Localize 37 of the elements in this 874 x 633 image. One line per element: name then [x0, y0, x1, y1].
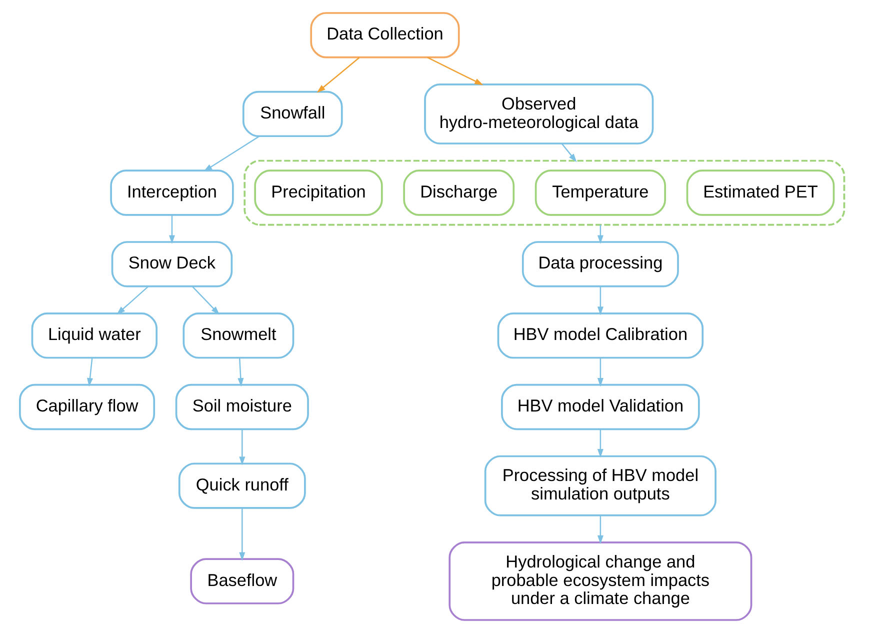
arrow: [597, 358, 604, 387]
node-box: Baseflow: [190, 558, 294, 604]
node-box: Interception: [110, 170, 234, 216]
arrow: [597, 224, 604, 244]
arrow: [239, 430, 246, 466]
node-box: Soil moisture: [175, 384, 309, 430]
arrow: [427, 56, 484, 86]
node-box: Liquid water: [31, 312, 158, 359]
node-box: Data Collection: [310, 12, 460, 58]
arrow: [239, 508, 246, 561]
node-box: Snowfall: [242, 90, 343, 138]
node-box: Temperature: [534, 170, 666, 216]
node-box: Snowmelt: [182, 312, 294, 359]
node-box: Snow Deck: [111, 241, 233, 288]
node-box: Quick runoff: [178, 462, 306, 509]
arrow: [204, 136, 260, 172]
node-box: Capillary flow: [19, 384, 156, 430]
arrow: [597, 430, 604, 458]
node-box: Estimated PET: [686, 170, 835, 216]
node-box: Observed hydro-meteorological data: [424, 84, 654, 144]
arrow: [192, 286, 220, 315]
arrow: [168, 215, 175, 244]
node-box: Precipitation: [254, 170, 383, 216]
node-box: Processing of HBV model simulation outputs: [484, 455, 716, 516]
node-box: Data processing: [522, 241, 679, 288]
arrow: [238, 358, 244, 387]
arrow: [597, 515, 604, 544]
arrow: [116, 286, 149, 315]
arrow: [86, 358, 93, 387]
cluster: [244, 160, 846, 226]
arrow: [316, 57, 360, 93]
node-box: Discharge: [403, 170, 515, 216]
arrow: [561, 143, 577, 162]
node-box: HBV model Validation: [501, 384, 700, 430]
arrow: [597, 286, 604, 316]
node-box: Hydrological change and probable ecosystem impacts under a climate change: [448, 542, 752, 621]
node-box: HBV model Calibration: [497, 312, 704, 359]
